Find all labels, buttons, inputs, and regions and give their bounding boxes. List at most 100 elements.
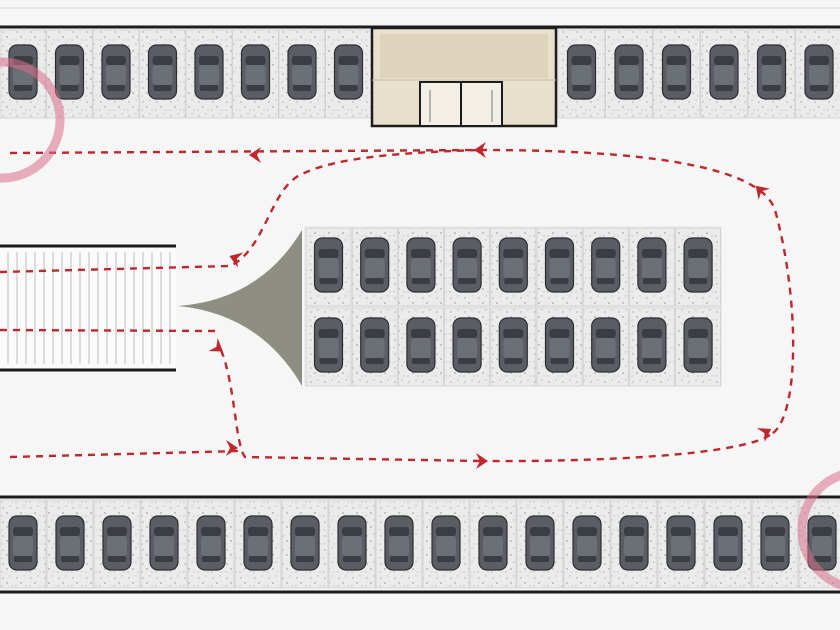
parking-space xyxy=(700,29,748,119)
parking-space xyxy=(469,499,517,589)
parking-space xyxy=(516,499,564,589)
chevron-icon xyxy=(474,142,486,158)
car-icon xyxy=(360,237,390,293)
car-icon xyxy=(406,237,436,293)
parking-space xyxy=(605,29,653,119)
car-icon xyxy=(683,237,713,293)
island-parking-space xyxy=(582,227,629,307)
car-icon xyxy=(55,515,85,571)
car-icon xyxy=(54,44,85,100)
car-icon xyxy=(544,317,575,373)
island-parking-space xyxy=(444,227,491,307)
car-icon xyxy=(194,44,224,100)
car-icon xyxy=(290,515,320,571)
car-icon xyxy=(544,237,575,293)
chevron-icon xyxy=(249,147,261,163)
island-parking-space xyxy=(305,307,352,387)
island-wedge xyxy=(178,230,302,386)
car-icon xyxy=(498,237,528,293)
island-parking-space xyxy=(490,227,537,307)
car-icon xyxy=(431,515,461,571)
island-parking-space xyxy=(397,227,444,307)
car-icon xyxy=(333,44,364,100)
car-icon xyxy=(360,317,390,373)
chevron-icon xyxy=(226,440,238,456)
parking-space xyxy=(795,29,840,119)
car-icon xyxy=(240,44,271,100)
parking-space xyxy=(139,29,186,119)
parking-space xyxy=(652,29,701,119)
car-icon xyxy=(661,44,692,100)
stamp-watermark xyxy=(0,57,840,590)
car-icon xyxy=(683,317,713,373)
top-left-parking-row xyxy=(0,29,419,119)
car-icon xyxy=(566,44,597,100)
parking-space xyxy=(92,29,140,119)
parking-space xyxy=(232,29,279,119)
parking-space xyxy=(185,29,233,119)
car-icon xyxy=(591,237,621,293)
car-icon xyxy=(406,317,436,373)
chevron-icon xyxy=(756,428,772,442)
island-parking-space xyxy=(536,227,583,307)
parking-space xyxy=(610,499,658,589)
car-icon xyxy=(637,237,667,293)
car-icon xyxy=(337,515,367,571)
car-icon xyxy=(713,515,743,571)
parking-space xyxy=(281,499,329,589)
parking-space xyxy=(747,29,796,119)
parking-space xyxy=(375,499,423,589)
parking-space xyxy=(328,499,376,589)
parking-space xyxy=(704,499,752,589)
car-icon xyxy=(452,237,482,293)
car-icon xyxy=(384,515,414,571)
parking-space xyxy=(140,499,188,589)
chevron-icon xyxy=(229,252,244,268)
ramp xyxy=(0,244,176,372)
chevron-icon xyxy=(208,338,223,352)
car-icon xyxy=(525,515,555,571)
car-icon xyxy=(101,44,131,100)
parking-space xyxy=(278,29,326,119)
lobby-entrance xyxy=(370,26,558,128)
car-icon xyxy=(709,44,739,100)
parking-space xyxy=(0,499,47,589)
parking-space xyxy=(325,29,372,119)
car-icon xyxy=(149,515,179,571)
car-icon xyxy=(313,237,344,293)
car-icon xyxy=(147,44,178,100)
island-parking-space xyxy=(305,227,352,307)
car-icon xyxy=(572,515,602,571)
double-door-icon[interactable] xyxy=(419,81,503,127)
center-island xyxy=(178,226,722,387)
chevron-icon xyxy=(755,185,770,200)
island-parking-space xyxy=(629,307,675,387)
car-icon xyxy=(452,317,482,373)
car-icon xyxy=(637,317,667,373)
car-icon xyxy=(666,515,696,571)
car-icon xyxy=(102,515,132,571)
island-parking-space xyxy=(397,307,444,387)
parking-space xyxy=(422,499,470,589)
car-icon xyxy=(591,317,621,373)
car-icon xyxy=(614,44,644,100)
parking-space xyxy=(187,499,235,589)
chevron-icon xyxy=(476,453,488,469)
car-icon xyxy=(243,515,273,571)
island-parking-space xyxy=(351,307,398,387)
car-icon xyxy=(498,317,528,373)
island-parking-space xyxy=(675,307,721,387)
car-icon xyxy=(287,44,317,100)
parking-space xyxy=(93,499,141,589)
island-parking-space xyxy=(444,307,491,387)
island-parking-space xyxy=(351,227,398,307)
island-parking-space xyxy=(629,227,675,307)
car-icon xyxy=(760,515,790,571)
car-icon xyxy=(196,515,226,571)
car-icon xyxy=(619,515,649,571)
parking-space xyxy=(46,499,94,589)
bottom-parking-row xyxy=(0,499,840,589)
parking-space xyxy=(657,499,705,589)
parking-space xyxy=(557,29,606,119)
